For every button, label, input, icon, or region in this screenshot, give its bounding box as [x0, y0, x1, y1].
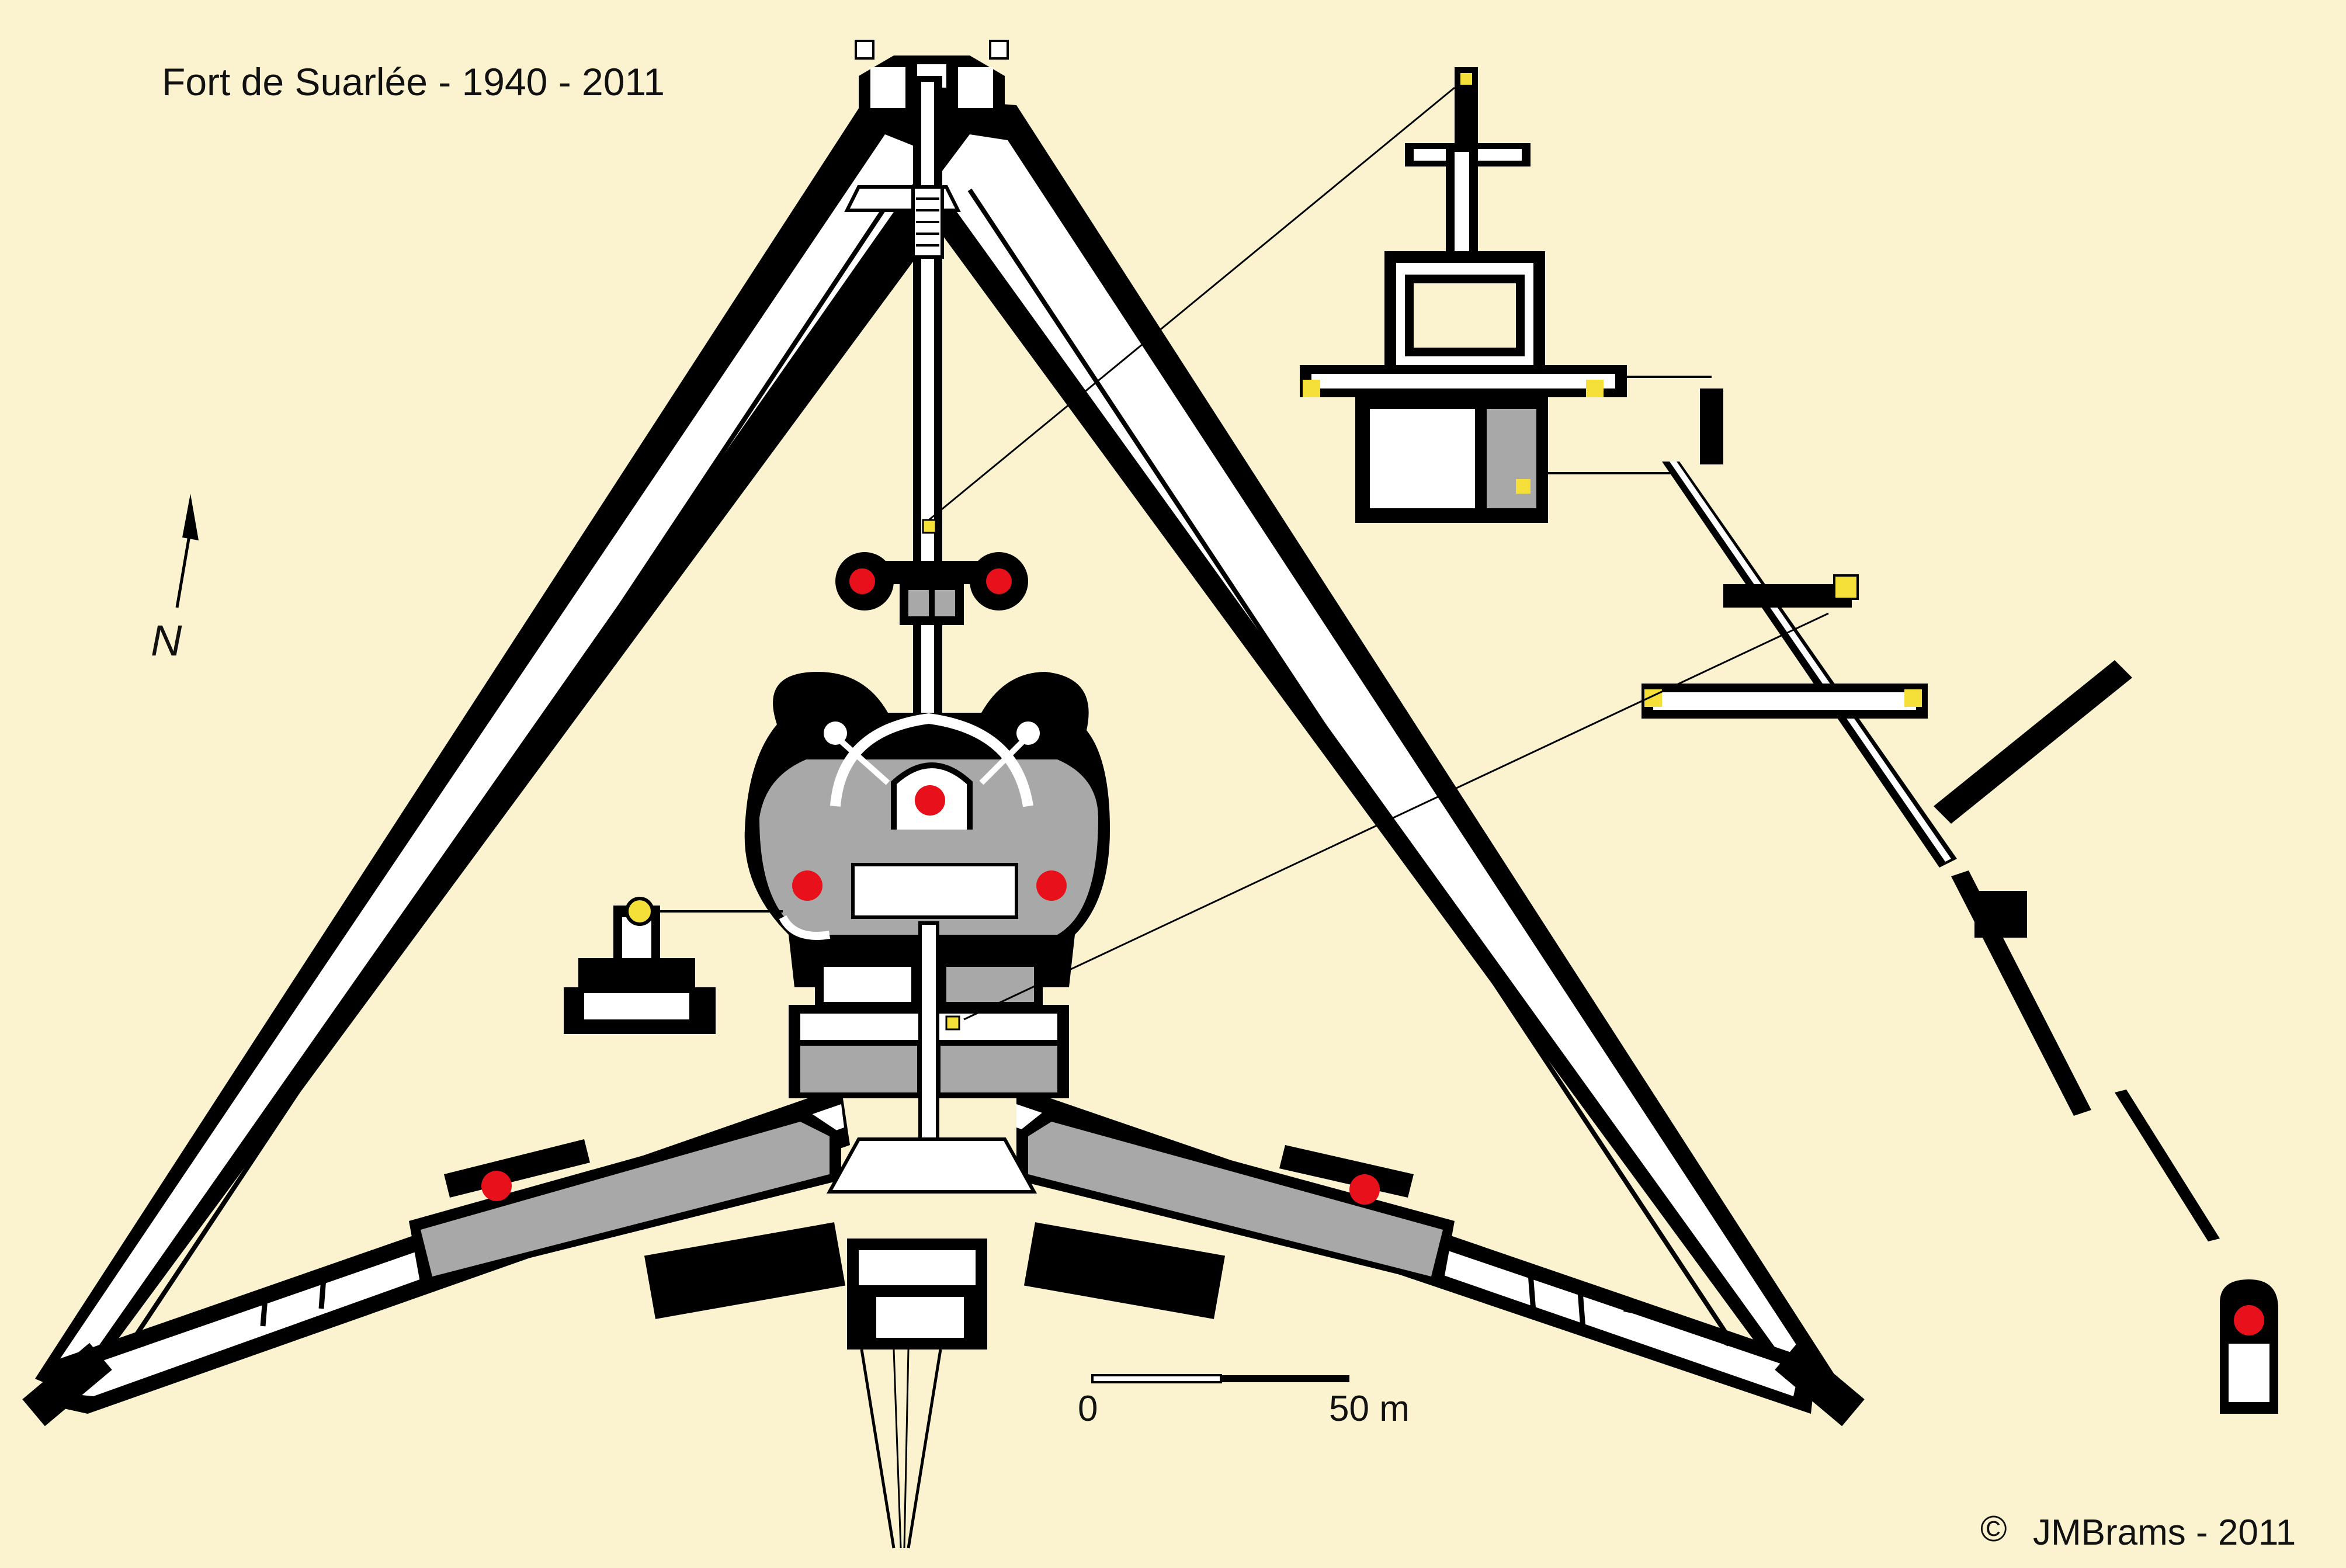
- copyright-text: JMBrams - 2011: [2033, 1513, 2296, 1553]
- rampart-traverses: [260, 1270, 1586, 1330]
- turret-marker-icon: [792, 870, 823, 901]
- corner-caponier-east: [1775, 1342, 1865, 1427]
- turret-marker-icon: [915, 785, 945, 816]
- west-wing: [409, 1110, 841, 1285]
- turret-marker-icon: [2234, 1305, 2264, 1335]
- scale-end-label: 50 m: [1329, 1389, 1410, 1429]
- turret-marker-icon: [481, 1171, 512, 1201]
- turret-marker-icon: [849, 568, 875, 594]
- entrance-road: [860, 1349, 942, 1549]
- gorge-courtyard: [826, 1137, 1037, 1194]
- turret-marker-icon: [1036, 870, 1067, 901]
- central-massif: [744, 672, 1110, 987]
- gorge-blocks: [644, 1222, 1226, 1350]
- corner-caponier-west: [22, 1342, 112, 1427]
- northeast-network: [1300, 67, 1671, 523]
- scale-bar: [1091, 1374, 1349, 1383]
- turret-marker-icon: [1349, 1174, 1380, 1205]
- central-gallery: [911, 76, 944, 748]
- north-arrow-icon: [175, 494, 199, 608]
- connector-lines: [928, 86, 1829, 1021]
- north-label: N: [151, 616, 182, 665]
- east-wing: [1016, 1110, 1455, 1285]
- map-title: Fort de Suarlée - 1940 - 2011: [162, 60, 665, 103]
- southeast-tunnel: [1626, 376, 2278, 1414]
- rear-block: [789, 921, 1069, 1158]
- scale-start-label: 0: [1078, 1389, 1098, 1429]
- copyright-icon: ©: [1980, 1509, 2007, 1549]
- turret-marker-icon: [986, 568, 1012, 594]
- west-detached-bloc: [564, 897, 783, 1034]
